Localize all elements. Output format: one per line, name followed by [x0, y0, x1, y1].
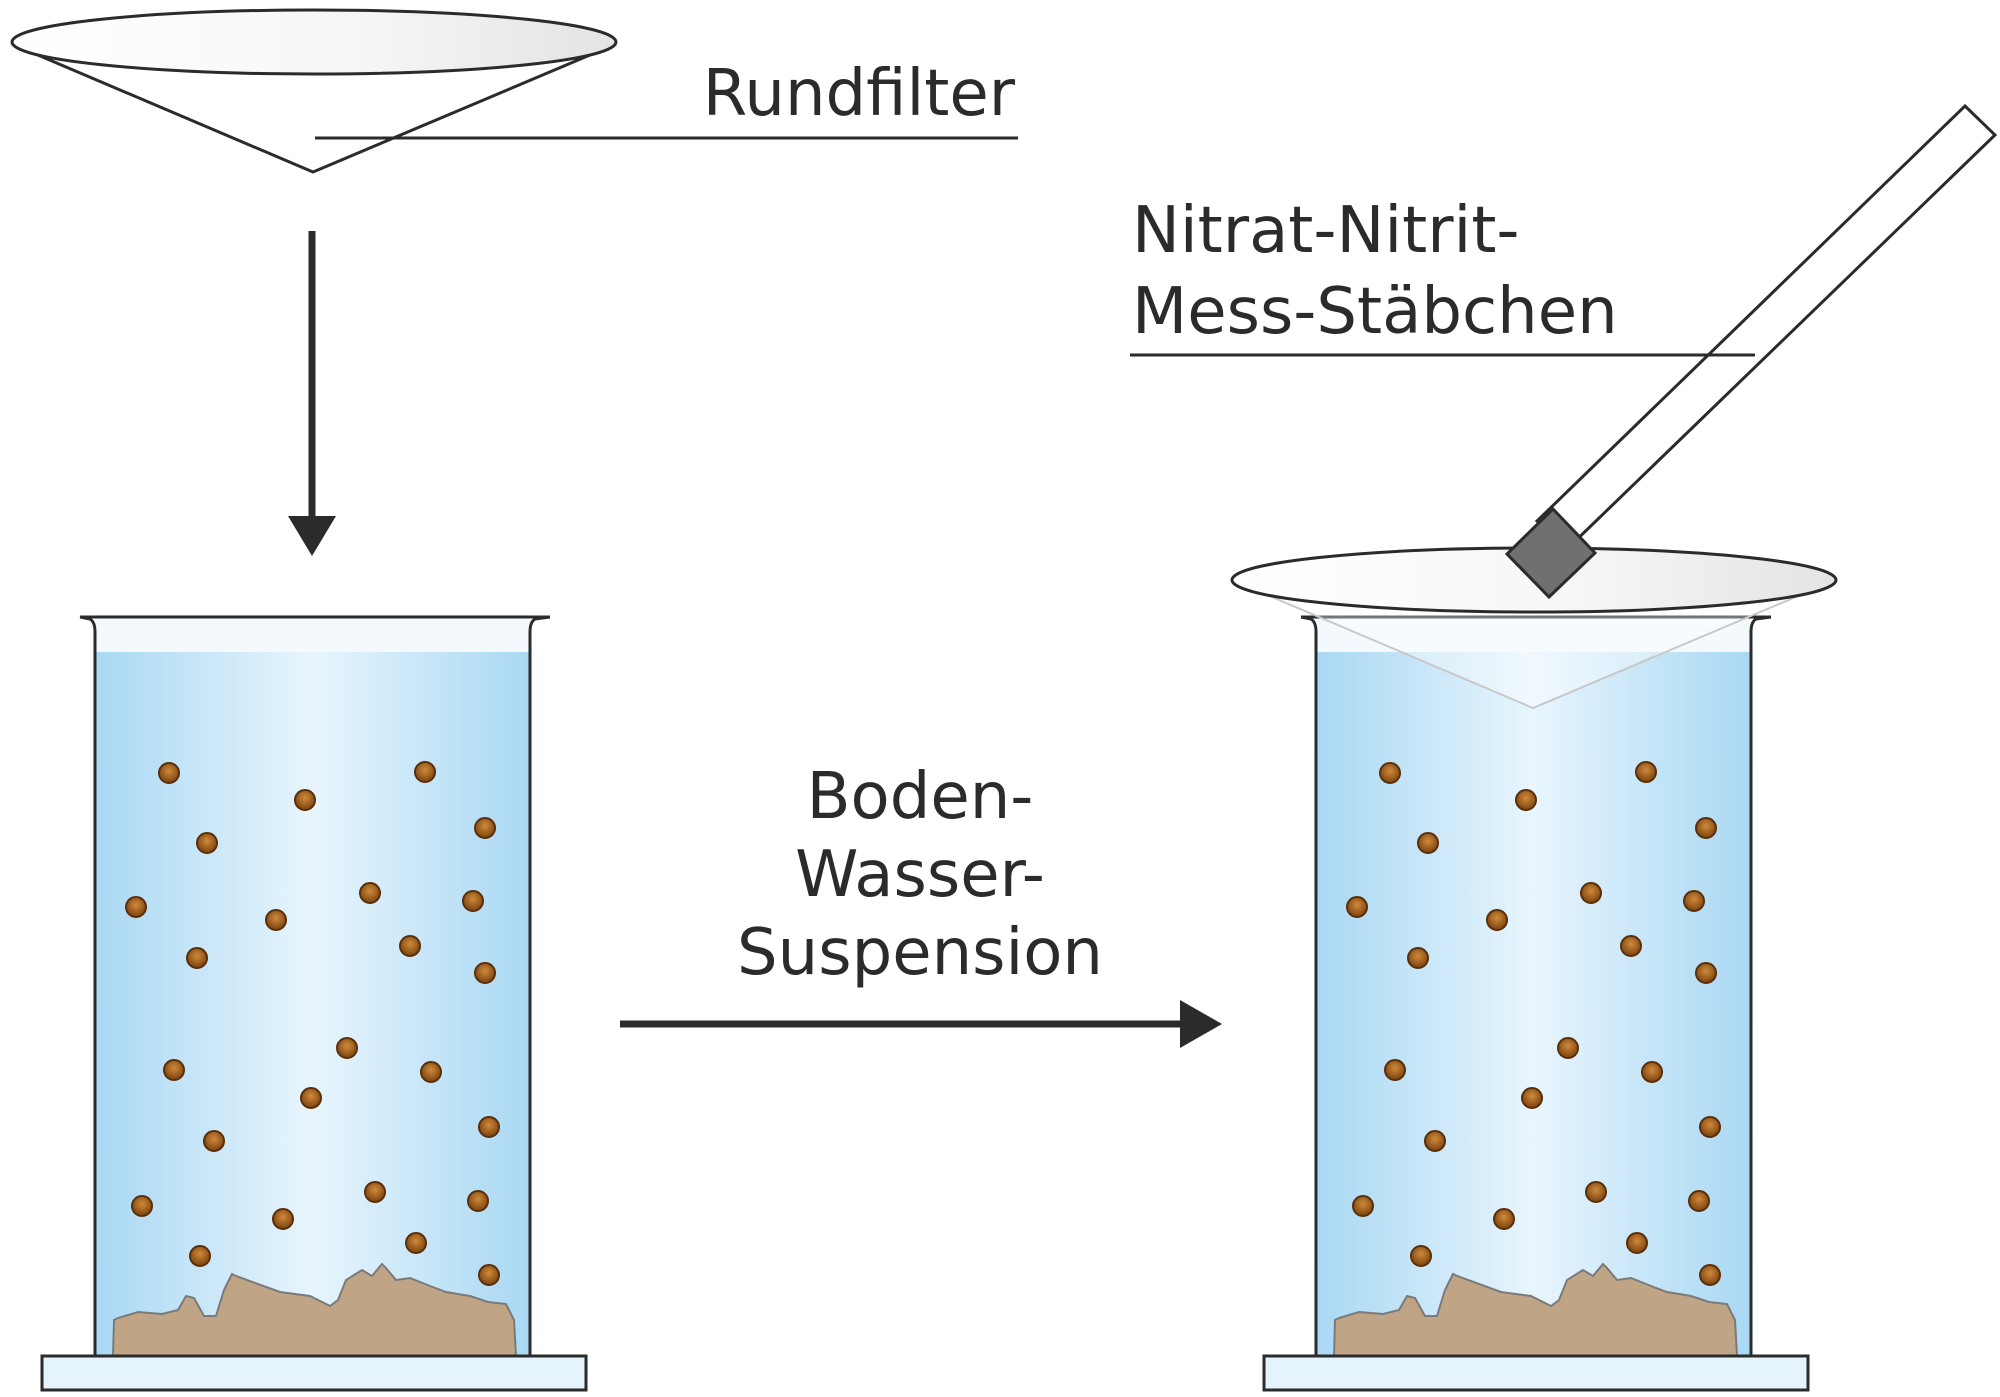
particle-icon	[1683, 890, 1705, 912]
beaker-stand-left	[40, 1354, 588, 1392]
particle-icon	[474, 817, 496, 839]
particle-icon	[478, 1264, 500, 1286]
particle-icon	[1384, 1059, 1406, 1081]
beaker-stand-right	[1262, 1354, 1810, 1392]
particle-icon	[272, 1208, 294, 1230]
particle-icon	[300, 1087, 322, 1109]
particle-icon	[203, 1130, 225, 1152]
particle-icon	[364, 1181, 386, 1203]
particle-icon	[467, 1190, 489, 1212]
particle-icon	[1695, 817, 1717, 839]
particle-icon	[474, 962, 496, 984]
particle-icon	[462, 890, 484, 912]
funnel-filter-icon	[10, 8, 618, 174]
particle-icon	[414, 761, 436, 783]
particle-icon	[359, 882, 381, 904]
suspension-transfer: Boden- Wasser- Suspension	[620, 760, 1222, 1048]
test-strip-icon	[1504, 103, 1998, 600]
particle-icon	[189, 1245, 211, 1267]
particle-icon	[186, 947, 208, 969]
particle-icon	[1620, 935, 1642, 957]
beaker-icon	[79, 615, 551, 1358]
particle-icon	[1352, 1195, 1374, 1217]
particle-icon	[1521, 1087, 1543, 1109]
particle-icon	[158, 762, 180, 784]
particle-icon	[1699, 1116, 1721, 1138]
particle-icon	[1379, 762, 1401, 784]
arrow-right-icon	[620, 1000, 1222, 1048]
particle-icon	[1585, 1181, 1607, 1203]
filter-label: Rundfilter	[703, 57, 1016, 131]
particles-right	[1346, 761, 1721, 1286]
particle-icon	[1486, 909, 1508, 931]
particle-icon	[1417, 832, 1439, 854]
round-filter: Rundfilter	[10, 8, 1018, 174]
particle-icon	[1407, 947, 1429, 969]
particle-icon	[1688, 1190, 1710, 1212]
particle-icon	[294, 789, 316, 811]
particle-icon	[265, 909, 287, 931]
particle-icon	[336, 1037, 358, 1059]
arrow-down-icon	[288, 231, 336, 556]
particles-left	[125, 761, 500, 1286]
strip-label-line1: Nitrat-Nitrit-	[1132, 194, 1520, 268]
particle-icon	[196, 832, 218, 854]
particle-icon	[131, 1195, 153, 1217]
particle-icon	[420, 1061, 442, 1083]
beaker-icon	[1300, 615, 1772, 1358]
beaker-left	[40, 615, 588, 1392]
particle-icon	[1410, 1245, 1432, 1267]
particle-icon	[1641, 1061, 1663, 1083]
suspension-label-line1: Boden-	[807, 760, 1034, 834]
particle-icon	[1424, 1130, 1446, 1152]
particle-icon	[1635, 761, 1657, 783]
beaker-right	[1230, 546, 1838, 1392]
particle-icon	[163, 1059, 185, 1081]
particle-icon	[1346, 896, 1368, 918]
suspension-label-line3: Suspension	[737, 916, 1103, 990]
particle-icon	[1493, 1208, 1515, 1230]
particle-icon	[478, 1116, 500, 1138]
suspension-label-line2: Wasser-	[795, 838, 1045, 912]
test-strip: Nitrat-Nitrit- Mess-Stäbchen	[1130, 103, 1998, 600]
particle-icon	[1515, 789, 1537, 811]
particle-icon	[1626, 1232, 1648, 1254]
particle-icon	[1557, 1037, 1579, 1059]
particle-icon	[1699, 1264, 1721, 1286]
particle-icon	[405, 1232, 427, 1254]
strip-label-line2: Mess-Stäbchen	[1132, 275, 1618, 349]
particle-icon	[125, 896, 147, 918]
particle-icon	[399, 935, 421, 957]
particle-icon	[1695, 962, 1717, 984]
particle-icon	[1580, 882, 1602, 904]
